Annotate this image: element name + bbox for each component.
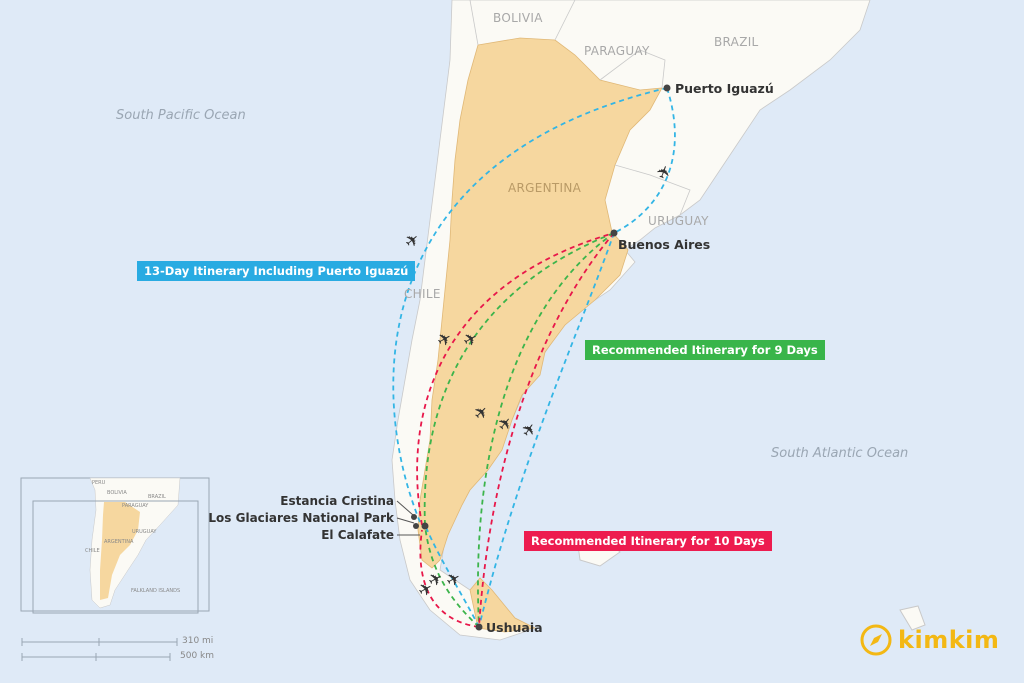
country-label-bolivia: BOLIVIA bbox=[493, 11, 543, 25]
inset-map bbox=[20, 477, 210, 661]
ocean-label-atlantic: South Atlantic Ocean bbox=[771, 446, 909, 461]
route-red-ba-ushuaia bbox=[478, 232, 615, 628]
puerto-iguazu-point[interactable] bbox=[663, 84, 671, 92]
city-points bbox=[411, 84, 671, 631]
route-green-ba-ushuaia bbox=[477, 232, 615, 628]
scale-km: 500 km bbox=[180, 651, 215, 661]
country-borders bbox=[469, 0, 691, 216]
route-green-ushuaia-calafate bbox=[424, 524, 480, 628]
inset-label-brazil: BRAZIL bbox=[148, 494, 166, 500]
city-label-buenos-aires: Buenos Aires bbox=[618, 237, 711, 252]
route-green-calafate-ba bbox=[423, 232, 615, 526]
los-glaciares-point[interactable] bbox=[413, 523, 419, 529]
island bbox=[899, 605, 926, 631]
leader-lines bbox=[396, 500, 420, 536]
city-label-ushuaia: Ushuaia bbox=[486, 620, 543, 635]
scale-miles: 310 mi bbox=[182, 636, 214, 646]
inset-label-bolivia: BOLIVIA bbox=[107, 490, 127, 496]
route-blue-ba-ushuaia bbox=[478, 232, 615, 628]
legend-9-day-itinerary: Recommended Itinerary for 9 Days bbox=[585, 340, 825, 360]
route-red-ushuaia-calafate bbox=[419, 529, 480, 628]
country-label-paraguay: PARAGUAY bbox=[584, 44, 650, 58]
legend-13-day-itinerary: 13-Day Itinerary Including Puerto Iguazú bbox=[137, 261, 416, 281]
route-red-calafate-ba bbox=[416, 232, 615, 526]
inset-label-chile: CHILE bbox=[85, 548, 100, 554]
buenos-aires-point[interactable] bbox=[610, 229, 618, 237]
city-label-puerto-iguazu: Puerto Iguazú bbox=[675, 81, 774, 96]
place-label-el-calafate: El Calafate bbox=[321, 528, 394, 542]
routes bbox=[392, 87, 676, 628]
ocean-label-pacific: South Pacific Ocean bbox=[116, 108, 246, 123]
country-label-brazil: BRAZIL bbox=[714, 35, 759, 49]
inset-label-argentina: ARGENTINA bbox=[104, 539, 134, 545]
country-label-argentina: ARGENTINA bbox=[508, 181, 582, 195]
country-label-chile: CHILE bbox=[404, 287, 441, 301]
inset-label-falklands: FALKLAND ISLANDS bbox=[131, 588, 181, 594]
inset-label-peru: PERU bbox=[92, 480, 106, 486]
tierra-del-fuego bbox=[469, 577, 537, 633]
el-calafate-point[interactable] bbox=[421, 522, 429, 530]
compass-icon bbox=[860, 624, 892, 656]
estancia-cristina-point[interactable] bbox=[411, 514, 417, 520]
ushuaia-point[interactable] bbox=[475, 623, 483, 631]
legend-10-day-itinerary: Recommended Itinerary for 10 Days bbox=[524, 531, 772, 551]
route-blue-calafate-iguazu bbox=[392, 87, 668, 523]
argentina-shape bbox=[417, 37, 663, 569]
place-label-estancia-cristina: Estancia Cristina bbox=[280, 494, 394, 508]
route-blue-iguazu-ba bbox=[613, 87, 676, 234]
inset-label-paraguay: PARAGUAY bbox=[122, 503, 149, 509]
kimkim-logo: kimkim bbox=[860, 624, 999, 656]
route-blue-ushuaia-calafate bbox=[424, 524, 480, 628]
country-label-uruguay: URUGUAY bbox=[648, 214, 709, 228]
place-label-los-glaciares: Los Glaciares National Park bbox=[208, 511, 394, 525]
brand-name: kimkim bbox=[898, 626, 1000, 654]
inset-label-uruguay: URUGUAY bbox=[132, 529, 157, 535]
